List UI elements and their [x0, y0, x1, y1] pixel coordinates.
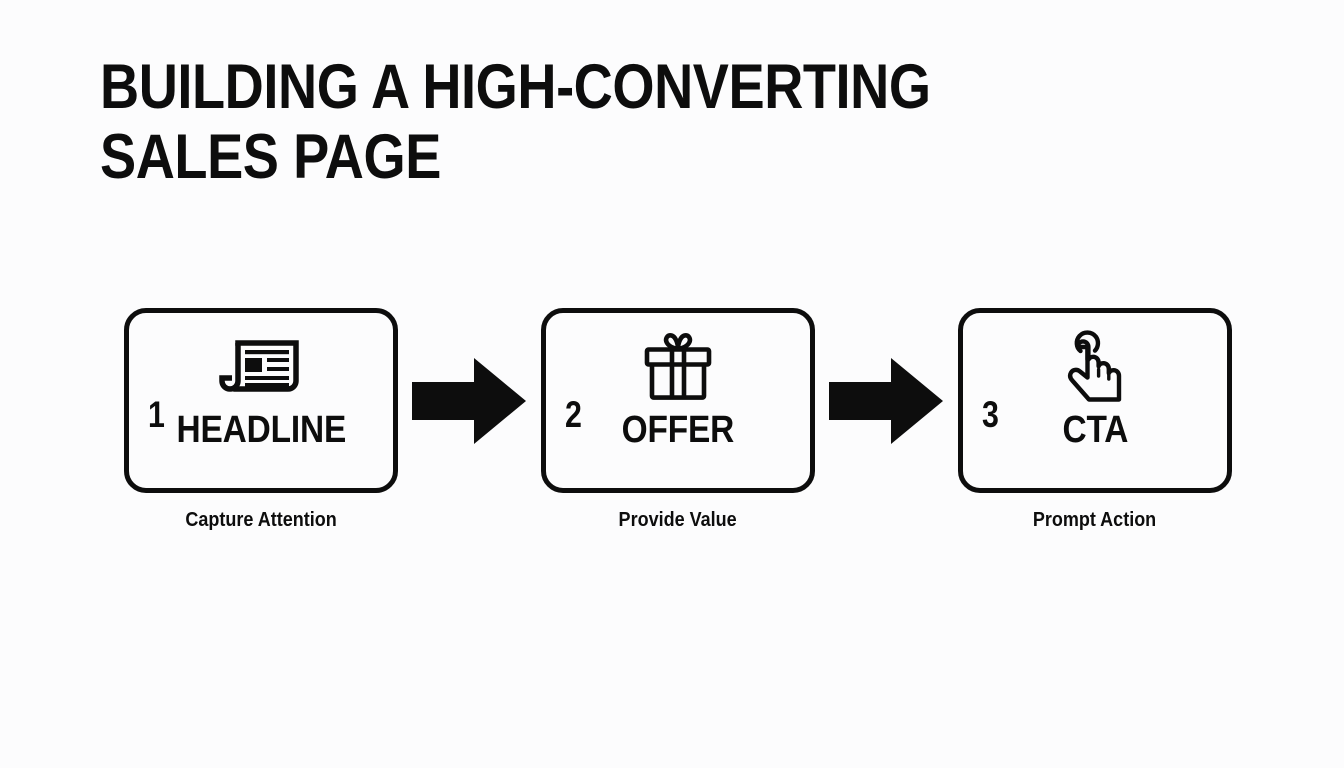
step-caption: Capture Attention	[185, 509, 337, 531]
process-flow: 1 HEADLINE Capture Attention	[124, 308, 1232, 548]
step-label: HEADLINE	[176, 409, 346, 451]
step-caption: Provide Value	[618, 509, 738, 531]
step-card[interactable]: 2 OFFER	[541, 308, 815, 493]
step-number: 2	[565, 394, 582, 435]
flow-step-headline[interactable]: 1 HEADLINE Capture Attention	[124, 308, 398, 531]
arrow-right-icon	[411, 308, 528, 493]
step-label: OFFER	[621, 409, 735, 451]
flow-step-offer[interactable]: 2 OFFER Provide Value	[541, 308, 815, 531]
step-label: CTA	[1062, 409, 1128, 451]
step-caption: Prompt Action	[1033, 509, 1157, 531]
page-title: BUILDING A HIGH-CONVERTING SALES PAGE	[100, 52, 931, 192]
newspaper-icon	[218, 330, 304, 402]
step-number: 1	[148, 394, 165, 435]
arrow-right-icon	[828, 308, 945, 493]
step-card[interactable]: 3 CTA	[958, 308, 1232, 493]
flow-step-cta[interactable]: 3 CTA Prompt Action	[958, 308, 1232, 531]
step-card[interactable]: 1 HEADLINE	[124, 308, 398, 493]
step-number: 3	[982, 394, 999, 435]
gift-icon	[641, 330, 715, 402]
tap-hand-icon	[1062, 330, 1128, 402]
